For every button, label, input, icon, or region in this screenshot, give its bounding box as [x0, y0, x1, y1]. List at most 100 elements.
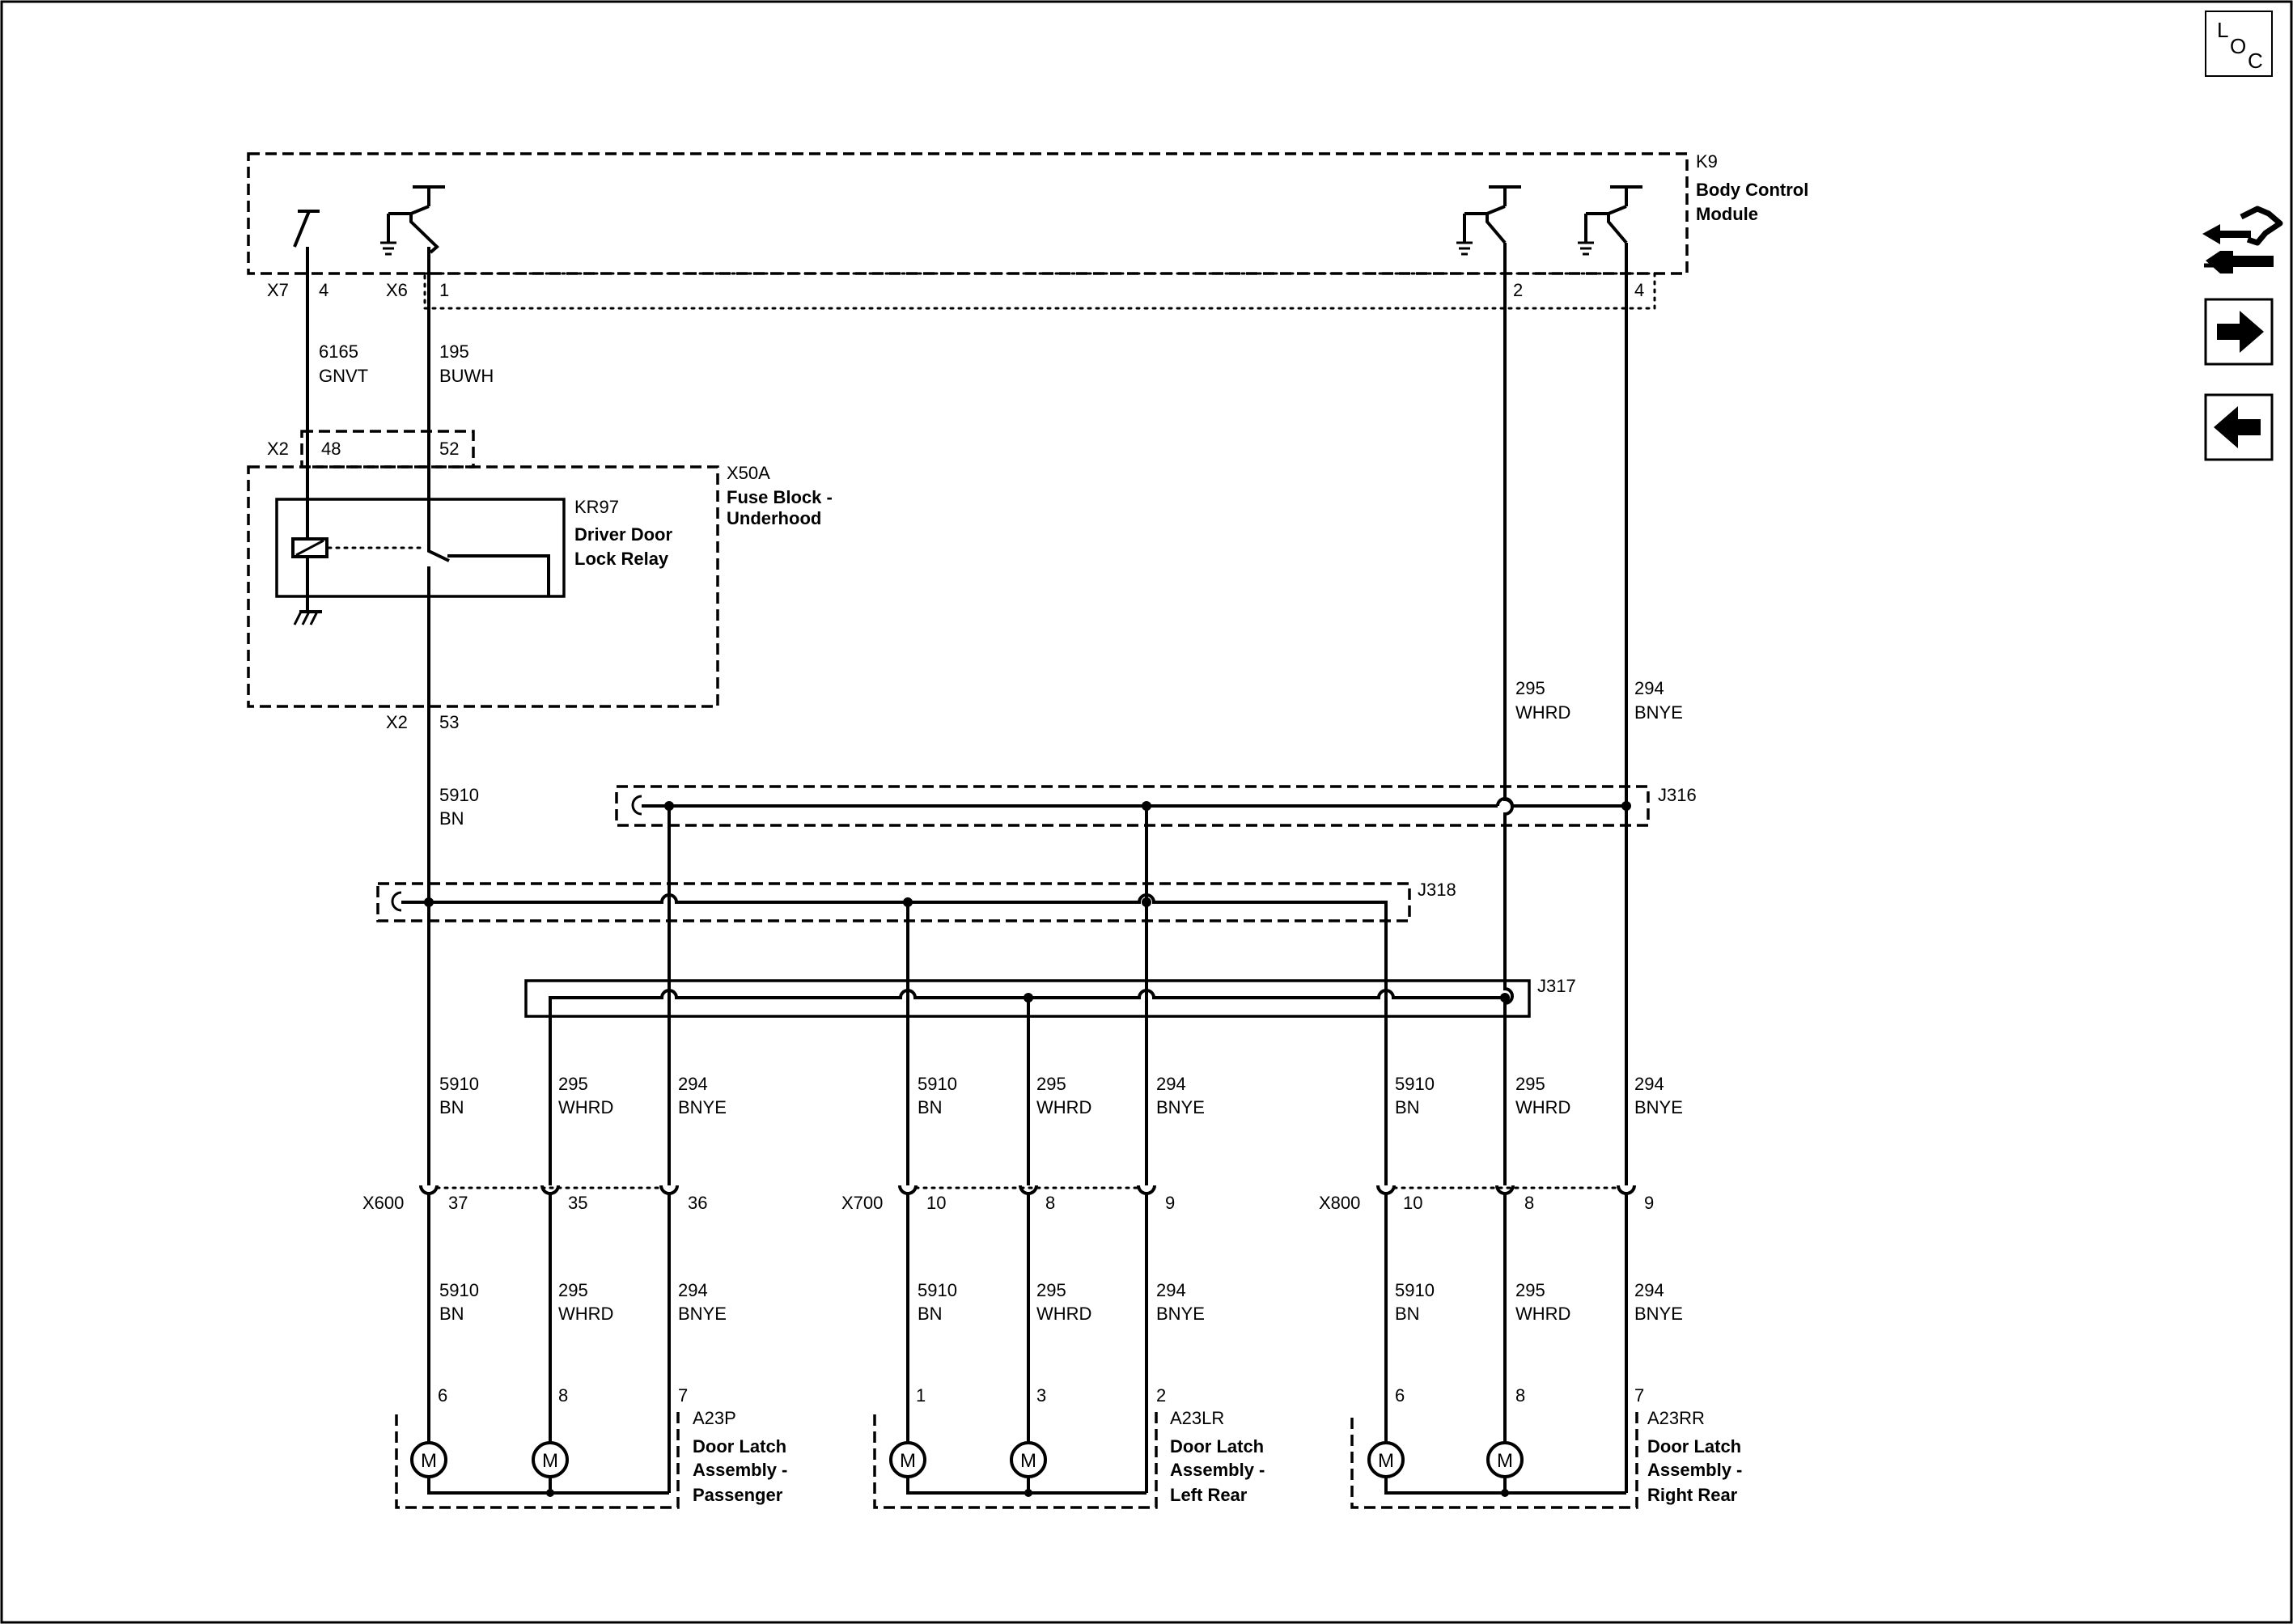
- a23p-name-line2: Assembly -: [693, 1460, 787, 1480]
- j316-splice: J316: [615, 785, 1697, 827]
- x600-pin-37: 37: [448, 1193, 468, 1213]
- lr-5910-circuit-lower: 5910: [918, 1280, 957, 1300]
- wire-195-color: BUWH: [439, 366, 494, 386]
- p-294-circuit: 294: [678, 1074, 708, 1094]
- x2-connector-bottom: X2: [386, 712, 408, 732]
- inline-connector-x800: X800 10 8 9: [1319, 1185, 1654, 1213]
- a23p-name-line3: Passenger: [693, 1485, 783, 1505]
- a23lr-pin-1: 1: [916, 1385, 926, 1406]
- motor-label: M: [421, 1450, 437, 1472]
- wire-5910-circuit-upper: 5910: [439, 785, 479, 805]
- lower-wires-passenger: [427, 1194, 671, 1493]
- lr-294-color-lower: BNYE: [1156, 1304, 1205, 1324]
- rr-294-color: BNYE: [1634, 1097, 1683, 1117]
- a23rr-pin-8: 8: [1515, 1385, 1525, 1406]
- p-294-circuit-lower: 294: [678, 1280, 708, 1300]
- a23rr-name-line3: Right Rear: [1647, 1485, 1738, 1505]
- arrow-right-icon: [2217, 311, 2264, 353]
- x600-pin-35: 35: [568, 1193, 587, 1213]
- wire-6165-color: GNVT: [319, 366, 368, 386]
- loc-letter-c: C: [2248, 49, 2263, 73]
- wire-294-color-upper: BNYE: [1634, 702, 1683, 723]
- x2-connector-top: X2: [267, 439, 289, 459]
- rr-5910-circuit-lower: 5910: [1395, 1280, 1435, 1300]
- a23lr-pin-3: 3: [1036, 1385, 1046, 1406]
- a23rr-name-line1: Door Latch: [1647, 1436, 1741, 1457]
- x2-pin-53: 53: [439, 712, 459, 732]
- j317-ref: J317: [1537, 976, 1576, 996]
- inline-connector-x700: X700 10 8 9: [841, 1185, 1175, 1213]
- k9-name-line1: Body Control: [1696, 180, 1808, 200]
- loc-letter-o: O: [2230, 34, 2246, 58]
- a23p-door-latch-passenger: 6 8 7 M M A23P Door Latch Assembly - Pas…: [395, 1385, 787, 1509]
- connector-swap-icon[interactable]: [2202, 206, 2283, 273]
- p-295-circuit: 295: [558, 1074, 588, 1094]
- p-5910-color: BN: [439, 1097, 464, 1117]
- next-page-button[interactable]: [2204, 298, 2274, 366]
- rr-295-circuit-lower: 295: [1515, 1280, 1545, 1300]
- x600-pin-36: 36: [688, 1193, 707, 1213]
- x6-pin-2: 2: [1513, 280, 1523, 300]
- kr97-ref: KR97: [574, 497, 619, 517]
- x800-pin-10: 10: [1403, 1193, 1422, 1213]
- a23lr-ref: A23LR: [1170, 1408, 1224, 1428]
- lr-295-color: WHRD: [1036, 1097, 1091, 1117]
- p-5910-circuit: 5910: [439, 1074, 479, 1094]
- k9-ref: K9: [1696, 151, 1718, 172]
- j316-ref: J316: [1658, 785, 1697, 805]
- lr-295-circuit: 295: [1036, 1074, 1066, 1094]
- a23p-name-line1: Door Latch: [693, 1436, 786, 1457]
- loc-letter-l: L: [2217, 18, 2228, 42]
- rr-295-circuit: 295: [1515, 1074, 1545, 1094]
- motor-label: M: [1378, 1450, 1394, 1472]
- wire-5910-color-upper: BN: [439, 808, 464, 829]
- loc-button[interactable]: L O C: [2205, 11, 2273, 77]
- inline-connector-x600: X600 37 35 36: [362, 1185, 707, 1213]
- p-5910-circuit-lower: 5910: [439, 1280, 479, 1300]
- motor-label: M: [900, 1450, 916, 1472]
- lower-wires-right-rear: [1384, 1194, 1628, 1493]
- x50a-name-line2: Underhood: [727, 508, 821, 528]
- prev-page-button[interactable]: [2204, 393, 2274, 461]
- x50a-ref: X50A: [727, 463, 770, 483]
- motor-label: M: [1497, 1450, 1513, 1472]
- lr-294-color: BNYE: [1156, 1097, 1205, 1117]
- x7-pin-4: 4: [319, 280, 328, 300]
- rr-294-color-lower: BNYE: [1634, 1304, 1683, 1324]
- kr97-name-line2: Lock Relay: [574, 549, 669, 569]
- lr-295-circuit-lower: 295: [1036, 1280, 1066, 1300]
- x700-pin-9: 9: [1165, 1193, 1175, 1213]
- a23p-pin-8: 8: [558, 1385, 568, 1406]
- lr-5910-color-lower: BN: [918, 1304, 943, 1324]
- k9-body-control-module: K9 Body Control Module X7 4 X6 1 2 4: [247, 151, 1808, 310]
- a23lr-name-line2: Assembly -: [1170, 1460, 1265, 1480]
- wire-195-circuit: 195: [439, 341, 469, 362]
- a23p-pin-6: 6: [438, 1385, 447, 1406]
- a23lr-pin-2: 2: [1156, 1385, 1166, 1406]
- p-295-color: WHRD: [558, 1097, 613, 1117]
- j318-splice: J318: [376, 880, 1456, 987]
- rr-295-color: WHRD: [1515, 1097, 1570, 1117]
- x700-pin-10: 10: [926, 1193, 946, 1213]
- p-294-color: BNYE: [678, 1097, 727, 1117]
- lr-295-color-lower: WHRD: [1036, 1304, 1091, 1324]
- a23lr-name-line3: Left Rear: [1170, 1485, 1248, 1505]
- x6-connector: X6: [386, 280, 408, 300]
- kr97-name-line1: Driver Door: [574, 524, 672, 545]
- j318-ref: J318: [1418, 880, 1456, 900]
- rr-5910-color: BN: [1395, 1097, 1420, 1117]
- rr-294-circuit: 294: [1634, 1074, 1664, 1094]
- x800-pin-8: 8: [1524, 1193, 1534, 1213]
- wire-294-circuit-upper: 294: [1634, 678, 1664, 698]
- x6-pin-1: 1: [439, 280, 449, 300]
- a23p-pin-7: 7: [678, 1385, 688, 1406]
- wire-labels-upper-row: 5910 BN 295 WHRD 294 BNYE 5910 BN 295 WH…: [439, 1074, 1683, 1117]
- a23rr-name-line2: Assembly -: [1647, 1460, 1742, 1480]
- a23p-ref: A23P: [693, 1408, 736, 1428]
- x800-label: X800: [1319, 1193, 1360, 1213]
- rr-5910-color-lower: BN: [1395, 1304, 1420, 1324]
- lr-294-circuit-lower: 294: [1156, 1280, 1186, 1300]
- motor-label: M: [1020, 1450, 1036, 1472]
- lr-5910-color: BN: [918, 1097, 943, 1117]
